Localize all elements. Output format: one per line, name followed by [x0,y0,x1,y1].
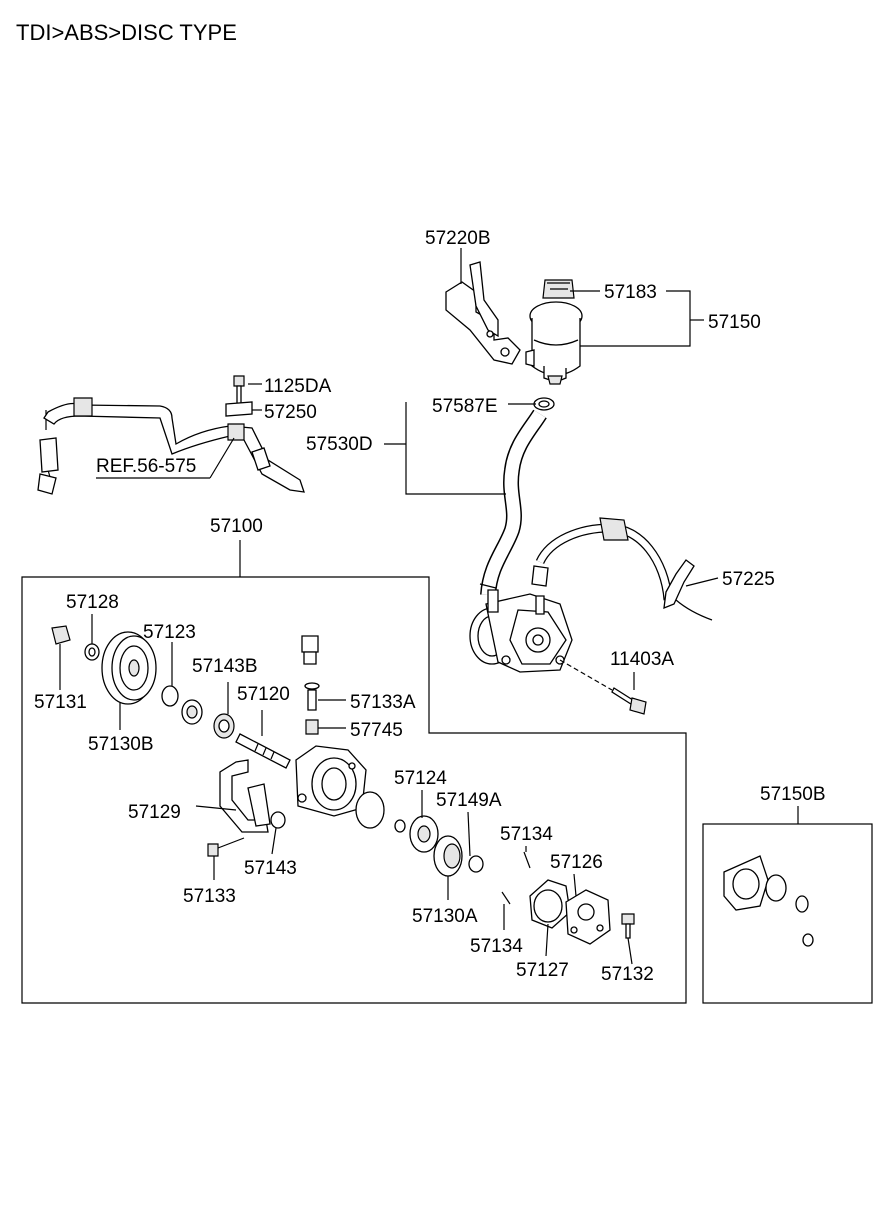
label-57133A: 57133A [350,692,416,713]
cover-57126 [565,889,611,945]
bolt-1125DA [233,375,245,405]
label-57250: 57250 [264,402,317,423]
label-57124: 57124 [394,768,447,789]
pulley-57130B [101,631,157,705]
kit-oring-small [802,933,814,947]
label-57129: 57129 [128,802,181,823]
oring-small [394,819,406,833]
spring-57745 [305,719,319,735]
rotor-57130A [433,835,463,877]
reservoir-tank [525,279,583,385]
label-57134-bottom: 57134 [470,936,523,957]
bolt-11403A [611,687,647,715]
label-57745: 57745 [350,720,403,741]
kit-oring-medium [795,895,809,913]
label-11403A: 11403A [610,649,674,670]
diagram-title: TDI>ABS>DISC TYPE [16,20,237,45]
label-57149A: 57149A [436,790,502,811]
label-57120: 57120 [237,684,290,705]
oring-57143 [270,811,286,829]
tube-57129 [219,759,271,833]
label-57127: 57127 [516,960,569,981]
label-57143B: 57143B [192,656,258,677]
bolt-57133 [207,837,245,857]
kit-gasket [723,855,769,911]
pressure-hose [531,517,713,621]
label-57130B: 57130B [88,734,154,755]
label-57225: 57225 [722,569,775,590]
hose-clamp [533,397,555,411]
fitting-57133A [301,635,320,711]
washer-57128 [84,643,100,661]
shaft-57120 [235,733,291,769]
label-57587E: 57587E [432,396,498,417]
label-57143: 57143 [244,858,297,879]
kit-box-57150B [702,823,873,1004]
gasket-57127 [529,879,571,929]
label-57183: 57183 [604,282,657,303]
label-57123: 57123 [143,622,196,643]
ring-57124 [409,815,439,853]
label-57132: 57132 [601,964,654,985]
label-57220B: 57220B [425,228,491,249]
label-57530D: 57530D [306,434,373,455]
pin-57149A [468,855,484,873]
ring-57123 [161,685,179,707]
label-57130A: 57130A [412,906,478,927]
label-57150B: 57150B [760,784,826,805]
oring-large [355,791,385,829]
assembly-box-57100 [21,576,687,1004]
nut-57131 [51,625,71,645]
label-57100: 57100 [210,516,263,537]
seal-57143B [213,713,235,739]
label-57133: 57133 [183,886,236,907]
bearing-small [181,699,203,725]
reservoir-bracket [445,261,521,365]
pin-57134-top [523,851,531,869]
suction-hose [479,409,547,596]
label-57131: 57131 [34,692,87,713]
clip-57250 [225,401,253,417]
label-57134-top: 57134 [500,824,553,845]
label-57126: 57126 [550,852,603,873]
label-1125DA: 1125DA [264,376,332,397]
bolt-57132 [621,913,635,939]
pump-housing-57100 [295,745,367,817]
pump-assembly [469,589,613,691]
label-57128: 57128 [66,592,119,613]
label-57150: 57150 [708,312,761,333]
return-hose [37,397,305,495]
pin-57134-bottom [501,891,511,905]
label-ref-56-575: REF.56-575 [96,456,196,477]
kit-oring-large [765,874,787,902]
leader-lines [59,248,799,965]
